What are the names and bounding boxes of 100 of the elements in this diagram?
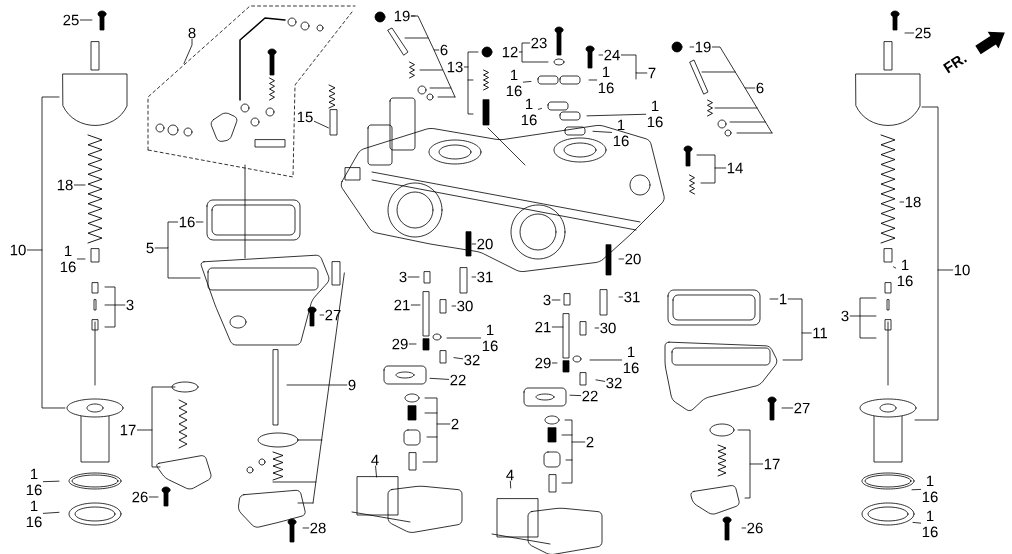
leader-line [154, 221, 201, 279]
leader-line [586, 113, 647, 117]
callout-numbers: 1 16 [922, 510, 938, 538]
leader-line [272, 272, 348, 504]
callout-numbers: 1 16 [521, 98, 537, 126]
callout-number: 32 [464, 354, 480, 366]
callout-number: 3 [841, 310, 849, 322]
callout-number: 2 [586, 436, 594, 448]
leader-line [893, 266, 897, 269]
leader-line [471, 276, 477, 278]
leader-line [136, 386, 176, 468]
callout-number: 27 [794, 402, 810, 414]
leader-line [618, 258, 625, 260]
callout-numbers: 1 16 [922, 475, 938, 503]
leader-line [375, 465, 377, 478]
leader-line [410, 304, 421, 306]
callout-number: 2 [451, 418, 459, 430]
callout-number: 20 [477, 238, 493, 250]
leader-line [509, 480, 512, 489]
leader-line [79, 19, 93, 21]
leader-line [73, 184, 86, 186]
callout-number: 1 [780, 293, 787, 305]
callout-number: 24 [604, 49, 620, 61]
callout-number: 3 [543, 294, 551, 306]
direction-label: FR. [942, 56, 968, 74]
leader-line [408, 343, 417, 345]
leader-line [569, 394, 582, 396]
leader-line [899, 201, 905, 203]
callout-number: 22 [450, 374, 466, 386]
callout-number: 13 [447, 61, 463, 73]
leader-line [737, 429, 764, 499]
leader-line [594, 327, 600, 329]
callout-number: 4 [506, 469, 514, 481]
callout-number: 19 [695, 41, 711, 53]
leader-line [537, 108, 542, 110]
leader-line [522, 81, 532, 83]
leader-line [782, 298, 812, 361]
leader-line [429, 377, 450, 380]
leader-line [589, 359, 623, 361]
callout-numbers: 1 16 [613, 119, 629, 147]
leader-line [849, 297, 877, 339]
callout-numbers: 1 16 [623, 346, 639, 374]
leader-line [620, 54, 648, 80]
callout-number: 18 [57, 179, 73, 191]
leader-line [404, 15, 456, 98]
leader-line [592, 130, 613, 133]
callout-number: 25 [63, 14, 79, 26]
callout-numbers: 1 16 [482, 324, 498, 352]
callout-numbers: 1 16 [60, 245, 76, 273]
callout-number: 5 [146, 242, 154, 254]
leader-line [769, 298, 779, 300]
callout-number: 3 [399, 271, 407, 283]
leader-line [148, 496, 159, 498]
leader-line [618, 296, 624, 298]
callout-number: 19 [394, 10, 410, 22]
leader-line [911, 489, 922, 491]
callout-number: 15 [297, 111, 313, 123]
leader-line [598, 54, 604, 56]
callout-number: 16 [179, 216, 195, 228]
callout-numbers: 1 16 [26, 500, 42, 528]
leader-line [446, 337, 482, 339]
leader-line [26, 96, 66, 409]
leader-line [302, 527, 310, 529]
leader-line [696, 154, 727, 184]
callout-number: 10 [954, 264, 970, 276]
leader-line [561, 419, 586, 484]
leader-line [42, 480, 60, 483]
leader-line [407, 276, 420, 278]
callout-number: 14 [727, 162, 743, 174]
callout-number: 6 [440, 44, 448, 56]
leader-line [781, 407, 794, 409]
leader-line [183, 38, 193, 64]
callout-number: 29 [392, 338, 408, 350]
callout-number: 18 [905, 196, 921, 208]
leader-line [904, 32, 915, 34]
callout-number: 17 [764, 458, 780, 470]
callout-number: 31 [477, 271, 493, 283]
leader-line [551, 299, 561, 301]
leader-line [451, 305, 457, 307]
callout-number: 27 [325, 309, 341, 321]
leader-line [76, 258, 86, 260]
callout-number: 30 [457, 300, 473, 312]
leader-line [195, 221, 204, 223]
callout-number: 12 [502, 46, 518, 58]
leader-line [42, 511, 60, 514]
callout-number: 8 [188, 27, 196, 39]
callout-number: 28 [310, 522, 326, 534]
leader-line [463, 51, 479, 115]
callout-numbers: 1 16 [598, 66, 614, 94]
callout-number: 26 [747, 522, 763, 534]
leader-line [689, 46, 695, 48]
leader-line [912, 522, 922, 524]
callout-number: 21 [394, 299, 410, 311]
callout-number: 21 [535, 321, 551, 333]
leader-line [313, 120, 329, 129]
leader-line [551, 362, 558, 364]
leader-line [588, 79, 598, 81]
callout-number: 32 [606, 377, 622, 389]
callout-numbers: 1 16 [506, 69, 522, 97]
leader-line [518, 42, 549, 63]
